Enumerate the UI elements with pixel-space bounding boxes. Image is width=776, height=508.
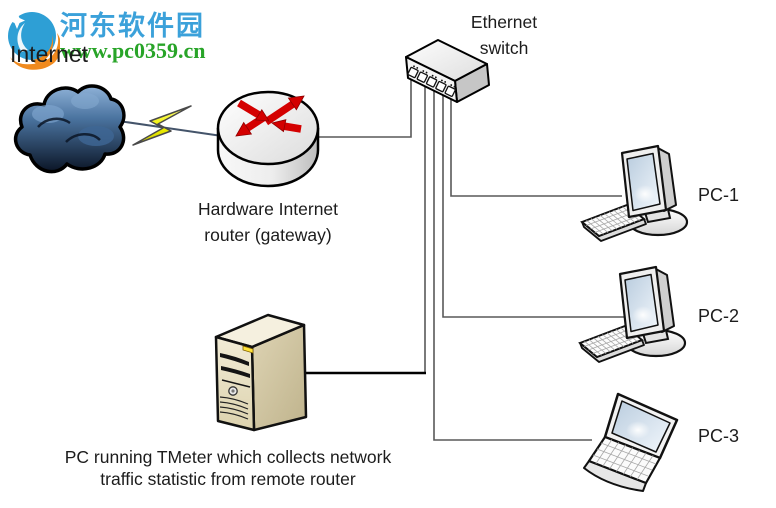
ethernet-switch-label: Ethernet switch (470, 12, 538, 58)
cable-switch-pc1 (450, 94, 622, 197)
cable-router-switch (318, 76, 412, 138)
pc2-label: PC-2 (698, 306, 740, 326)
server-vents (219, 396, 249, 420)
server-label: PC running TMeter which collects network… (64, 447, 392, 489)
pc2-icon (578, 265, 687, 364)
pc1-label: PC-1 (698, 185, 740, 205)
cable-switch-pc3 (433, 86, 592, 441)
pc1-icon (580, 144, 689, 243)
router-icon (216, 90, 320, 188)
server-tower-icon (214, 313, 308, 432)
internet-cloud-icon (13, 84, 126, 174)
router-label: Hardware Internet router (gateway) (197, 199, 339, 245)
watermark-site-url: www.pc0359.cn (60, 38, 206, 63)
cable-switch-pc2 (442, 90, 624, 318)
router-arrows (235, 95, 305, 137)
pc3-label: PC-3 (698, 426, 740, 446)
hedong-logo-icon (8, 12, 60, 70)
switch-ports (407, 65, 456, 97)
server-cd-slot (242, 345, 254, 354)
internet-label: Internet (10, 41, 88, 67)
pc3-laptop-icon (584, 392, 679, 492)
ethernet-switch-icon (405, 39, 490, 103)
watermark-site-name: 河东软件园 (60, 11, 205, 41)
lightning-icon (132, 105, 192, 146)
